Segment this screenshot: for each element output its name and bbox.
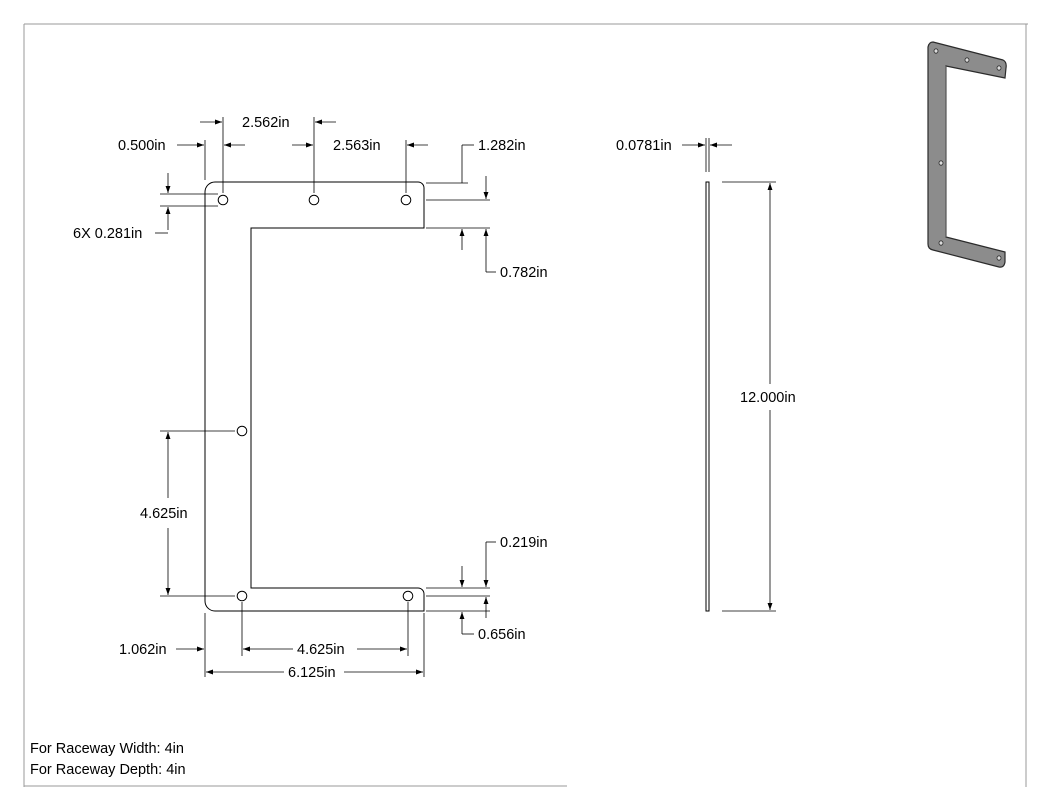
dim-hole-diameter: 6X 0.281in bbox=[73, 226, 142, 242]
bracket-isometric-view bbox=[927, 41, 1007, 268]
mounting-hole bbox=[236, 425, 248, 437]
dim-overall-height: 12.000in bbox=[740, 390, 796, 406]
mounting-hole bbox=[236, 590, 248, 602]
mounting-hole bbox=[402, 590, 414, 602]
mounting-hole bbox=[217, 194, 229, 206]
dimension-labels: 2.562in 0.500in 2.563in 1.282in 6X 0.281… bbox=[73, 115, 796, 681]
dim-thickness: 0.0781in bbox=[616, 138, 672, 154]
note-raceway-depth: For Raceway Depth: 4in bbox=[30, 762, 186, 778]
mounting-hole bbox=[400, 194, 412, 206]
mounting-holes bbox=[217, 194, 414, 602]
dim-bottom-hole-offset: 1.062in bbox=[119, 642, 167, 658]
mounting-hole bbox=[308, 194, 320, 206]
bracket-side-view bbox=[705, 181, 710, 612]
dim-hole-spacing-right: 2.563in bbox=[333, 138, 381, 154]
dim-side-hole-spacing: 4.625in bbox=[140, 506, 188, 522]
notes-block: For Raceway Width: 4in For Raceway Depth… bbox=[30, 739, 186, 781]
dim-right-tab-length: 1.282in bbox=[478, 138, 526, 154]
dim-bottom-tab-offset: 0.219in bbox=[500, 535, 548, 551]
note-raceway-width: For Raceway Width: 4in bbox=[30, 741, 184, 757]
dim-top-flange-depth: 0.782in bbox=[500, 265, 548, 281]
bracket-front-view bbox=[204, 181, 425, 612]
dim-hole-edge-offset: 0.500in bbox=[118, 138, 166, 154]
dim-hole-spacing-left: 2.562in bbox=[242, 115, 290, 131]
dim-overall-width: 6.125in bbox=[288, 665, 336, 681]
dim-bottom-flange-depth: 0.656in bbox=[478, 627, 526, 643]
sheet-border bbox=[23, 23, 1028, 787]
dim-bottom-hole-spacing: 4.625in bbox=[297, 642, 345, 658]
